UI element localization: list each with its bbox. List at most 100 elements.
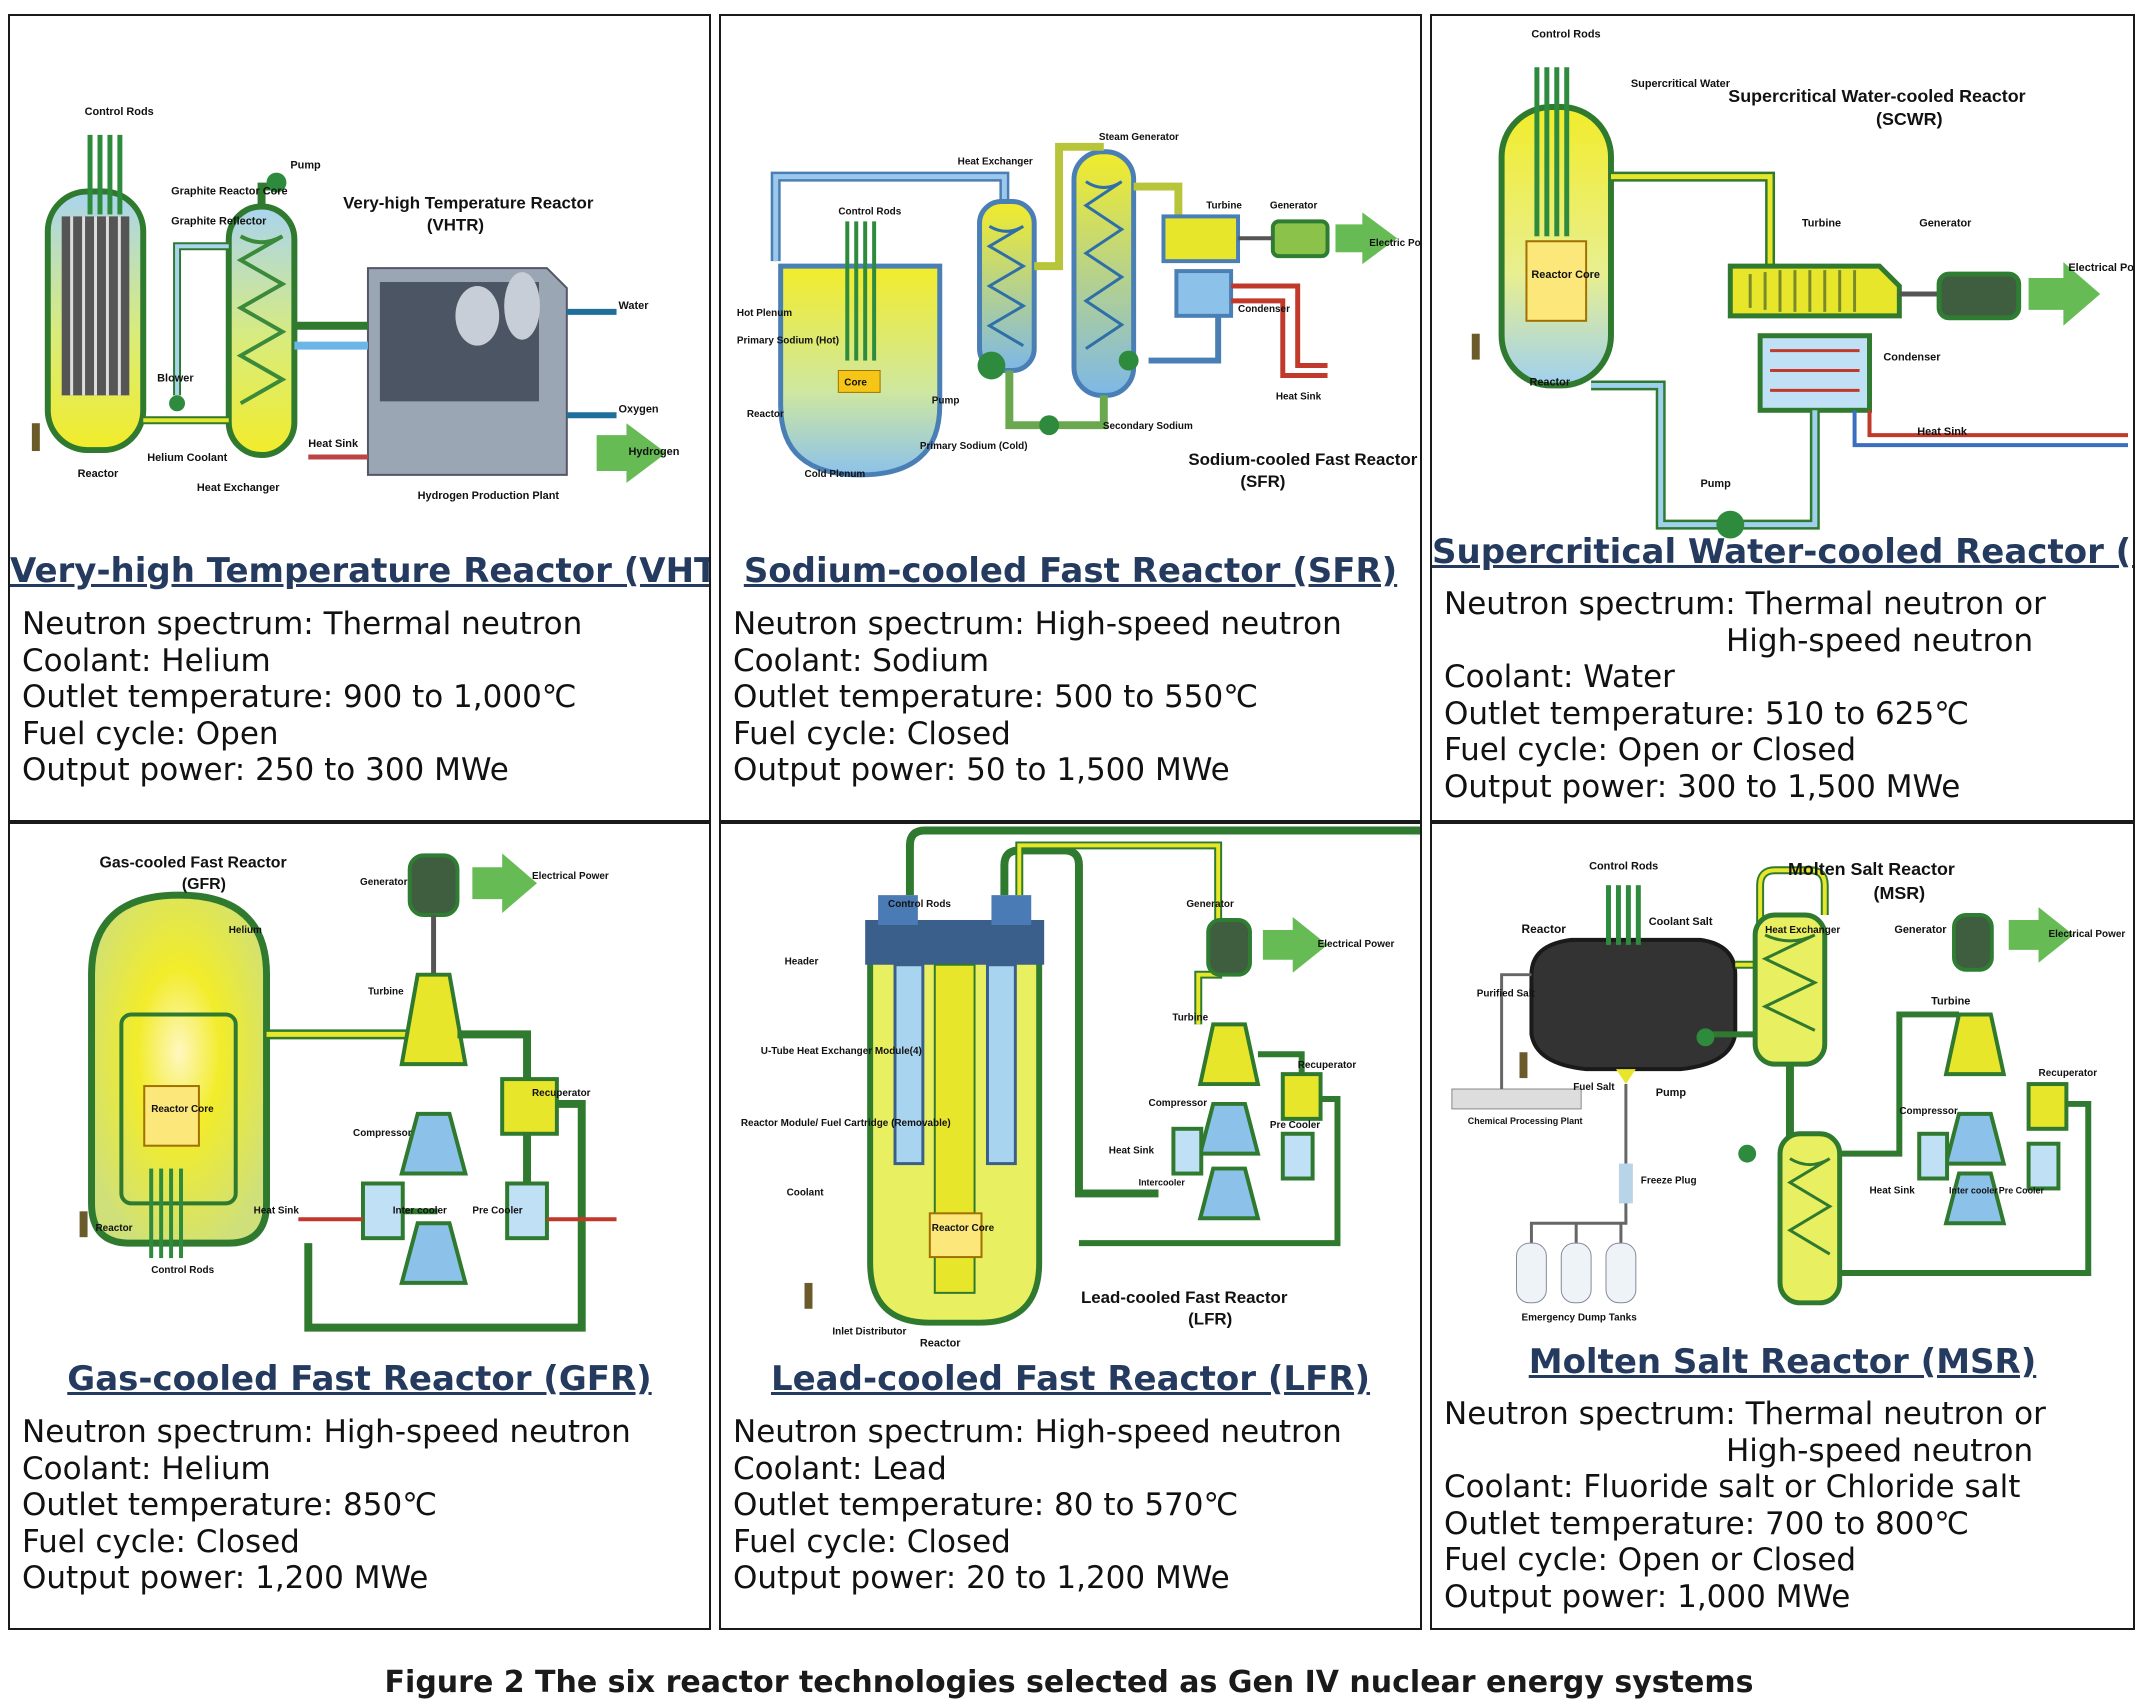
msr-title: Molten Salt Reactor bbox=[1788, 859, 1955, 879]
vhtr-spectrum: Neutron spectrum: Thermal neutron bbox=[22, 606, 583, 642]
lfr-label-electrical: Electrical Power bbox=[1318, 939, 1395, 950]
gfr-core bbox=[143, 1085, 200, 1147]
scwr-label-generator: Generator bbox=[1919, 217, 1972, 229]
scwr-core bbox=[1525, 240, 1588, 322]
gfr-label-reactor: Reactor bbox=[96, 1223, 133, 1234]
lfr-intercooler bbox=[1171, 1126, 1204, 1176]
scwr-label-turbine: Turbine bbox=[1802, 217, 1841, 229]
lfr-label-header: Header bbox=[785, 957, 819, 968]
sfr-label-turbine: Turbine bbox=[1206, 200, 1242, 211]
gfr-abbr: (GFR) bbox=[182, 876, 226, 893]
panel-gfr: Gas-cooled Fast Reactor (GFR) Generator … bbox=[8, 822, 711, 1630]
gfr-turbine bbox=[399, 972, 468, 1067]
msr-abbr: (MSR) bbox=[1874, 883, 1926, 903]
vhtr-heading: Very-high Temperature Reactor (VHTR) bbox=[10, 551, 711, 591]
msr-spectrum: Neutron spectrum: Thermal neutron or bbox=[1444, 1396, 2046, 1432]
msr-label-control-rods: Control Rods bbox=[1589, 860, 1658, 872]
lfr-utube-left bbox=[893, 963, 925, 1166]
panel-msr: Molten Salt Reactor (MSR) Control Rods R… bbox=[1430, 822, 2135, 1630]
lfr-recuperator bbox=[1280, 1072, 1323, 1121]
scwr-label-reactor: Reactor bbox=[1529, 376, 1570, 388]
lfr-label-precooler: Pre Cooler bbox=[1270, 1120, 1320, 1131]
msr-label-purified: Purified Salt bbox=[1477, 989, 1536, 1000]
msr-label-turbine: Turbine bbox=[1931, 996, 1970, 1008]
lfr-label-turbine: Turbine bbox=[1172, 1012, 1208, 1023]
gfr-coolant: Coolant: Helium bbox=[22, 1450, 271, 1487]
sfr-specs: Neutron spectrum: High-speed neutron Coo… bbox=[733, 606, 1412, 789]
scwr-title: Supercritical Water-cooled Reactor bbox=[1728, 86, 2025, 106]
scwr-condenser bbox=[1757, 333, 1872, 413]
panel-lfr: Lead-cooled Fast Reactor (LFR) Control R… bbox=[719, 822, 1422, 1630]
lfr-core bbox=[928, 1212, 983, 1259]
msr-outlet: Outlet temperature: 700 to 800℃ bbox=[1444, 1505, 1970, 1542]
msr-freeze-plug bbox=[1618, 1163, 1633, 1204]
scwr-spectrum: Neutron spectrum: Thermal neutron or bbox=[1444, 586, 2046, 622]
sfr-label-primary-cold: Primary Sodium (Cold) bbox=[920, 441, 1028, 452]
gfr-fuel: Fuel cycle: Closed bbox=[22, 1523, 300, 1560]
lfr-fuel: Fuel cycle: Closed bbox=[733, 1523, 1011, 1560]
msr-coolant: Coolant: Fluoride salt or Chloride salt bbox=[1444, 1469, 2021, 1505]
sfr-label-control-rods: Control Rods bbox=[838, 206, 901, 217]
lfr-turbine bbox=[1197, 1022, 1261, 1087]
scwr-abbr: (SCWR) bbox=[1876, 109, 1943, 129]
lfr-person-icon bbox=[804, 1282, 813, 1309]
sfr-spectrum: Neutron spectrum: High-speed neutron bbox=[733, 606, 1342, 642]
vhtr-label-pump: Pump bbox=[290, 160, 321, 172]
msr-schematic: Molten Salt Reactor (MSR) Control Rods R… bbox=[1451, 859, 2125, 1324]
msr-label-chemical: Chemical Processing Plant bbox=[1468, 1116, 1583, 1126]
msr-label-heat-sink: Heat Sink bbox=[1870, 1185, 1916, 1196]
lfr-label-core: Reactor Core bbox=[932, 1223, 995, 1234]
gfr-label-helium: Helium bbox=[229, 925, 262, 936]
panel-sfr: Sodium-cooled Fast Reactor (SFR) Heat Ex… bbox=[719, 14, 1422, 822]
msr-label-fuel-salt: Fuel Salt bbox=[1573, 1082, 1615, 1093]
msr-pump-icon-1 bbox=[1696, 1028, 1715, 1047]
lfr-diagram: Lead-cooled Fast Reactor (LFR) Control R… bbox=[721, 824, 1420, 1364]
lfr-compressor-1 bbox=[1197, 1101, 1261, 1156]
vhtr-outlet: Outlet temperature: 900 to 1,000℃ bbox=[22, 679, 577, 715]
gfr-power: Output power: 1,200 MWe bbox=[22, 1560, 429, 1596]
scwr-person-icon bbox=[1471, 333, 1480, 360]
msr-generator bbox=[1952, 913, 1994, 972]
msr-label-coolant-salt: Coolant Salt bbox=[1649, 916, 1713, 928]
msr-dump-tank-1 bbox=[1516, 1242, 1547, 1304]
msr-dump-tank-3 bbox=[1605, 1242, 1637, 1304]
vhtr-blower-icon bbox=[169, 395, 185, 412]
gfr-label-intercooler: Inter cooler bbox=[393, 1205, 447, 1216]
sfr-label-pump: Pump bbox=[932, 395, 960, 406]
lfr-power: Output power: 20 to 1,200 MWe bbox=[733, 1560, 1230, 1596]
msr-fuel: Fuel cycle: Open or Closed bbox=[1444, 1542, 1857, 1578]
vhtr-power: Output power: 250 to 300 MWe bbox=[22, 752, 509, 788]
vhtr-title: Very-high Temperature Reactor bbox=[343, 193, 594, 212]
lfr-schematic: Lead-cooled Fast Reactor (LFR) Control R… bbox=[741, 826, 1420, 1350]
vhtr-label-graphite-reflector: Graphite Reflector bbox=[171, 215, 267, 227]
msr-label-intercooler: Inter cooler bbox=[1949, 1185, 1998, 1195]
lfr-specs: Neutron spectrum: High-speed neutron Coo… bbox=[733, 1414, 1412, 1597]
vhtr-hydrogen-arrow bbox=[596, 423, 667, 483]
sfr-coolant: Coolant: Sodium bbox=[733, 642, 990, 679]
vhtr-label-graphite-core: Graphite Reactor Core bbox=[171, 186, 288, 198]
msr-dump-tank-2 bbox=[1560, 1242, 1592, 1304]
scwr-heading: Supercritical Water-cooled Reactor (SCWR… bbox=[1432, 532, 2133, 572]
msr-label-pump: Pump bbox=[1656, 1087, 1687, 1099]
lfr-label-generator: Generator bbox=[1186, 899, 1234, 910]
lfr-header bbox=[865, 919, 1045, 965]
vhtr-label-hydrogen: Hydrogen bbox=[628, 446, 679, 458]
gfr-title: Gas-cooled Fast Reactor bbox=[99, 854, 286, 871]
gfr-electrical-arrow bbox=[472, 853, 537, 914]
msr-label-freeze: Freeze Plug bbox=[1641, 1175, 1697, 1186]
msr-power: Output power: 1,000 MWe bbox=[1444, 1578, 1851, 1615]
scwr-specs: Neutron spectrum: Thermal neutron or Hig… bbox=[1444, 586, 2125, 805]
scwr-label-electrical: Electrical Power bbox=[2068, 262, 2133, 274]
sfr-diagram: Sodium-cooled Fast Reactor (SFR) Heat Ex… bbox=[721, 16, 1420, 556]
scwr-label-water: Supercritical Water bbox=[1631, 78, 1731, 90]
gfr-label-heat-sink: Heat Sink bbox=[254, 1205, 300, 1216]
gfr-label-precooler: Pre Cooler bbox=[472, 1205, 522, 1216]
gfr-intercooler bbox=[360, 1181, 405, 1241]
sfr-abbr: (SFR) bbox=[1240, 472, 1285, 491]
msr-label-recuperator: Recuperator bbox=[2039, 1068, 2098, 1079]
msr-specs: Neutron spectrum: Thermal neutron or Hig… bbox=[1444, 1396, 2125, 1615]
sfr-electric-arrow bbox=[1335, 212, 1398, 265]
vhtr-label-helium: Helium Coolant bbox=[147, 452, 227, 464]
sfr-label-reactor: Reactor bbox=[747, 409, 784, 420]
gfr-label-control-rods: Control Rods bbox=[151, 1265, 214, 1276]
